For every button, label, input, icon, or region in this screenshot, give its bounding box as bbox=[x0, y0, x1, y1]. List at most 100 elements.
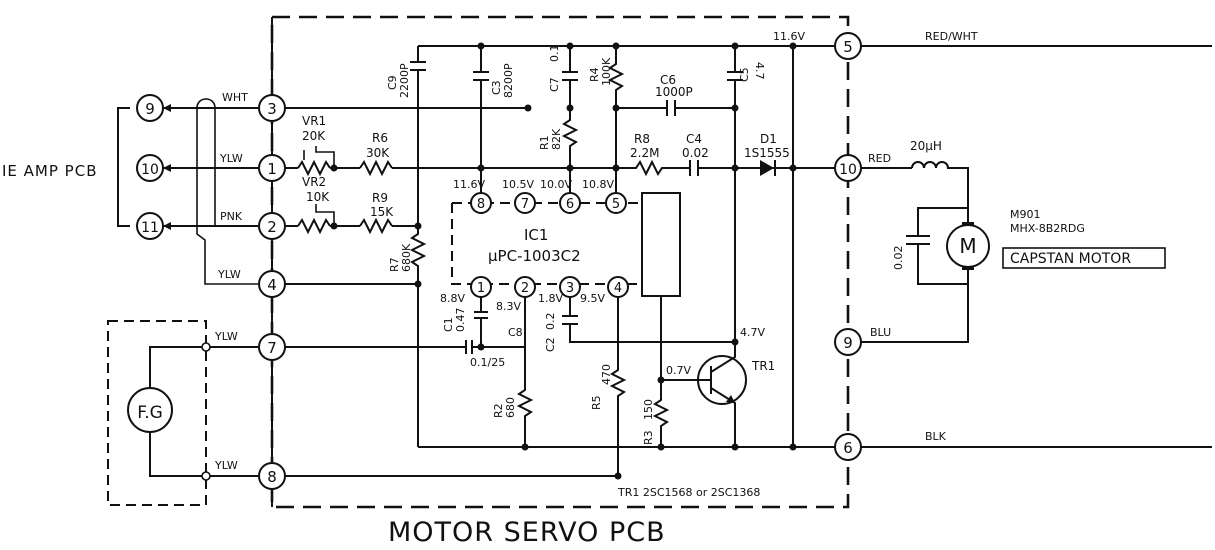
ic-pin-7: 7 bbox=[514, 192, 536, 214]
svg-text:8: 8 bbox=[477, 197, 485, 212]
svg-text:PNK: PNK bbox=[220, 210, 243, 223]
svg-text:2200P: 2200P bbox=[398, 63, 411, 98]
svg-text:8.3V: 8.3V bbox=[496, 300, 521, 313]
svg-text:20K: 20K bbox=[302, 129, 326, 143]
conn-pin-5: 5 bbox=[834, 32, 862, 60]
svg-text:680: 680 bbox=[504, 397, 517, 418]
svg-text:YLW: YLW bbox=[214, 459, 238, 472]
svg-text:3: 3 bbox=[566, 281, 574, 296]
motor-symbol bbox=[946, 224, 990, 268]
svg-text:R5: R5 bbox=[590, 395, 603, 410]
svg-text:C8: C8 bbox=[508, 326, 523, 339]
conn-pin-10: 10 bbox=[834, 154, 862, 182]
svg-text:8.8V: 8.8V bbox=[440, 292, 465, 305]
conn-pin-3: 3 bbox=[258, 94, 286, 122]
svg-text:150: 150 bbox=[642, 399, 655, 420]
svg-text:D1: D1 bbox=[760, 132, 777, 146]
svg-text:C2: C2 bbox=[544, 337, 557, 352]
svg-text:2: 2 bbox=[521, 281, 529, 296]
svg-text:11.6V: 11.6V bbox=[453, 178, 485, 191]
svg-text:4: 4 bbox=[614, 281, 622, 296]
ic1: 8 7 6 5 1 2 3 4 IC1 μPC-1003C2 bbox=[470, 192, 629, 298]
svg-text:0.47: 0.47 bbox=[454, 308, 467, 333]
svg-text:10.0V: 10.0V bbox=[540, 178, 572, 191]
svg-text:R7: R7 bbox=[388, 257, 401, 272]
conn-pin-1: 1 bbox=[258, 154, 286, 182]
component-labels: VR1 20K R6 30K VR2 10K R9 15K R7 680K C9… bbox=[302, 45, 790, 500]
svg-text:30K: 30K bbox=[366, 146, 390, 160]
svg-text:1: 1 bbox=[477, 281, 485, 296]
svg-text:9.5V: 9.5V bbox=[580, 292, 605, 305]
svg-text:C3: C3 bbox=[490, 80, 503, 95]
svg-text:1000P: 1000P bbox=[655, 85, 693, 99]
ic-pin-3: 3 bbox=[559, 276, 581, 298]
capstan-motor-label: CAPSTAN MOTOR bbox=[1010, 251, 1131, 267]
capstan-motor-section: 20μH 0.02 M M901 MHX-8B2RDG CAPSTAN MOTO… bbox=[892, 139, 1166, 285]
conn-pin-2: 2 bbox=[258, 212, 286, 240]
svg-text:C6: C6 bbox=[660, 73, 676, 87]
board-title: MOTOR SERVO PCB bbox=[388, 517, 666, 548]
svg-text:1: 1 bbox=[267, 160, 277, 178]
svg-text:R6: R6 bbox=[372, 131, 388, 145]
motor-servo-board-outline bbox=[270, 15, 850, 509]
svg-text:100K: 100K bbox=[600, 57, 613, 86]
ic-pin-6: 6 bbox=[559, 192, 581, 214]
svg-text:YLW: YLW bbox=[217, 268, 241, 281]
svg-text:C1: C1 bbox=[442, 317, 455, 332]
svg-text:M901: M901 bbox=[1010, 208, 1041, 221]
svg-text:6: 6 bbox=[566, 197, 574, 212]
svg-text:R8: R8 bbox=[634, 132, 650, 146]
ic-name: IC1 bbox=[524, 226, 548, 244]
svg-text:C7: C7 bbox=[548, 77, 561, 92]
svg-text:2.2M: 2.2M bbox=[630, 146, 659, 160]
svg-text:R9: R9 bbox=[372, 191, 388, 205]
svg-text:YLW: YLW bbox=[214, 330, 238, 343]
ext-pin-9: 9 bbox=[136, 94, 164, 122]
svg-text:0.02: 0.02 bbox=[682, 146, 709, 160]
conn-pin-9: 9 bbox=[834, 328, 862, 356]
svg-text:0.1: 0.1 bbox=[548, 45, 561, 63]
input-wires: WHT YLW PNK YLW bbox=[163, 91, 258, 285]
svg-text:10.8V: 10.8V bbox=[582, 178, 614, 191]
svg-text:7: 7 bbox=[521, 197, 529, 212]
svg-text:0.02: 0.02 bbox=[892, 246, 905, 271]
svg-text:5: 5 bbox=[612, 197, 620, 212]
svg-text:9: 9 bbox=[145, 100, 155, 118]
svg-text:C5: C5 bbox=[738, 67, 751, 82]
ic-pin-2: 2 bbox=[514, 276, 536, 298]
svg-text:BLU: BLU bbox=[870, 326, 891, 339]
svg-text:15K: 15K bbox=[370, 205, 394, 219]
svg-text:10K: 10K bbox=[306, 190, 330, 204]
output-wires: RED/WHT RED BLU BLK bbox=[861, 30, 1212, 448]
voltage-labels: 11.6V 11.6V 10.5V 10.0V 10.8V 8.8V 8.3V … bbox=[440, 30, 805, 377]
svg-text:0.2: 0.2 bbox=[544, 313, 557, 331]
svg-text:82K: 82K bbox=[550, 128, 563, 150]
svg-text:470: 470 bbox=[600, 364, 613, 385]
svg-text:3: 3 bbox=[267, 100, 277, 118]
conn-pin-6: 6 bbox=[834, 433, 862, 461]
svg-text:R1: R1 bbox=[538, 135, 551, 150]
svg-text:10: 10 bbox=[839, 162, 857, 178]
svg-text:VR2: VR2 bbox=[302, 175, 326, 189]
svg-text:680K: 680K bbox=[400, 243, 413, 272]
ic-pin-5: 5 bbox=[605, 192, 627, 214]
svg-text:20μH: 20μH bbox=[910, 139, 942, 153]
ext-pin-10: 10 bbox=[136, 154, 164, 182]
ic-pin-8: 8 bbox=[470, 192, 492, 214]
svg-text:11.6V: 11.6V bbox=[773, 30, 805, 43]
svg-text:8: 8 bbox=[267, 468, 277, 486]
svg-text:R4: R4 bbox=[588, 67, 601, 82]
svg-text:10: 10 bbox=[141, 162, 159, 178]
svg-text:M: M bbox=[959, 234, 976, 258]
svg-text:TR1: TR1 bbox=[751, 359, 775, 373]
svg-text:2: 2 bbox=[267, 218, 277, 236]
svg-text:8200P: 8200P bbox=[502, 63, 515, 98]
ic-part: μPC-1003C2 bbox=[488, 247, 581, 265]
svg-text:C4: C4 bbox=[686, 132, 702, 146]
svg-text:RED/WHT: RED/WHT bbox=[925, 30, 978, 43]
svg-text:0.1/25: 0.1/25 bbox=[470, 356, 505, 369]
circuit-wiring bbox=[271, 17, 835, 507]
ext-pin-11: 11 bbox=[136, 212, 164, 240]
svg-text:6: 6 bbox=[843, 439, 853, 457]
svg-text:5: 5 bbox=[843, 38, 853, 56]
